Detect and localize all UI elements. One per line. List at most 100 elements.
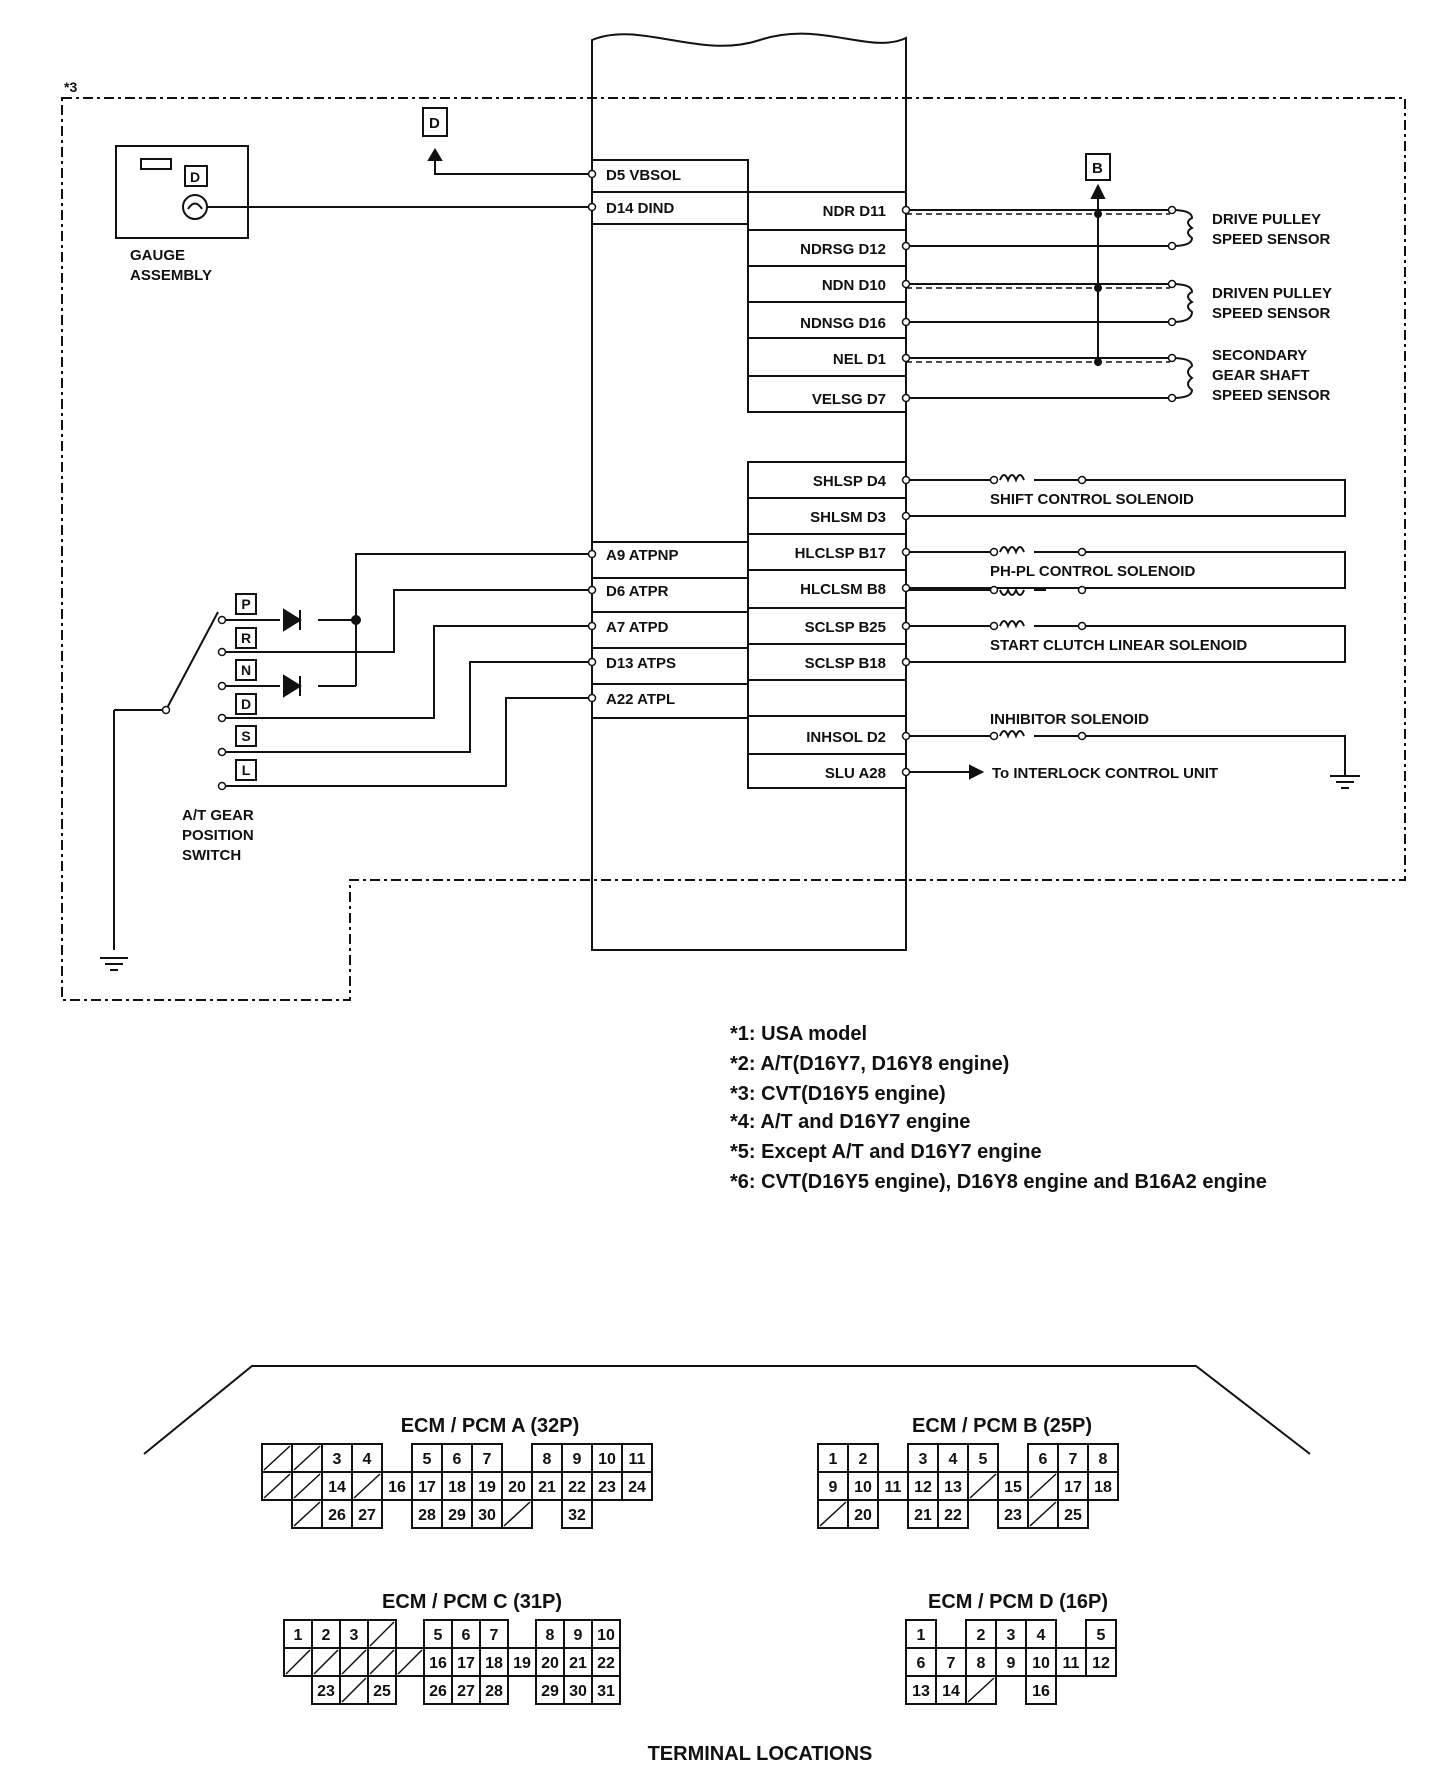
- solenoid-labels: SHIFT CONTROL SOLENOID PH-PL CONTROL SOL…: [990, 491, 1247, 782]
- gear-letters: P R N D S L: [241, 596, 251, 778]
- connector-cell: [997, 1499, 1029, 1529]
- connector-cell-label: 11: [629, 1451, 646, 1468]
- pin-label: SLU A28: [825, 765, 886, 782]
- connector-cell: [411, 1499, 443, 1529]
- left-pin-boxes: [592, 159, 749, 719]
- connector-cell-label: 25: [1064, 1507, 1082, 1524]
- sensor-label: SPEED SENSOR: [1212, 387, 1331, 404]
- right-pin-labels: NDR D11 NDRSG D12 NDN D10 NDNSG D16 NEL …: [795, 203, 887, 782]
- connector-cell-label: 12: [1092, 1655, 1110, 1672]
- connector-cell-label: 29: [541, 1683, 559, 1700]
- gear-letter: D: [241, 696, 251, 712]
- connector-cell: [367, 1675, 397, 1705]
- connector-cell-label: 12: [914, 1479, 932, 1496]
- connector-cell-label: 19: [478, 1479, 496, 1496]
- connector-cell: [479, 1675, 509, 1705]
- connector-cell-label: 31: [597, 1683, 615, 1700]
- gauge-meter-icon: [182, 194, 208, 220]
- connector-cell-slash: [263, 1473, 291, 1499]
- connector-cell: [905, 1675, 937, 1705]
- gauge-label-1: GAUGE: [130, 247, 185, 264]
- gear-letter: L: [242, 762, 251, 778]
- footnote: *1: USA model: [730, 1023, 867, 1045]
- connector-cell-slash: [285, 1649, 311, 1675]
- pin-label: A22 ATPL: [606, 691, 675, 708]
- solenoid-label: PH-PL CONTROL SOLENOID: [990, 563, 1195, 580]
- connector-cell-label: 20: [854, 1507, 872, 1524]
- pin-label: A7 ATPD: [606, 619, 669, 636]
- footnote: *5: Except A/T and D16Y7 engine: [730, 1141, 1042, 1163]
- connector-cell-label: 7: [483, 1451, 492, 1468]
- pin-label: SCLSP B25: [805, 619, 886, 636]
- connector-cell-label: 11: [885, 1479, 902, 1496]
- connector-cell: [935, 1647, 967, 1677]
- connector-cell: [1057, 1499, 1089, 1529]
- pin-label: A9 ATPNP: [606, 547, 679, 564]
- connector-cell-label: 32: [568, 1507, 586, 1524]
- connector-cell: [935, 1675, 967, 1705]
- connector-cell-label: 17: [457, 1655, 475, 1672]
- pin-label: NDN D10: [822, 277, 886, 294]
- pin-label: HLCLSM B8: [800, 581, 886, 598]
- sensor-label: GEAR SHAFT: [1212, 367, 1310, 384]
- connector-cell: [995, 1647, 1027, 1677]
- gear-letter: P: [241, 596, 250, 612]
- connector-cell-slash: [353, 1473, 381, 1499]
- connector-cell-label: 16: [388, 1479, 406, 1496]
- connector-cell-label: 28: [485, 1683, 503, 1700]
- solenoid-label: START CLUTCH LINEAR SOLENOID: [990, 637, 1247, 654]
- connector-cell-label: 6: [1039, 1451, 1048, 1468]
- connector-cell: [847, 1443, 879, 1473]
- connector-cell-label: 6: [462, 1627, 471, 1644]
- pin-label: VELSG D7: [812, 391, 886, 408]
- ref-box-b: [1085, 153, 1111, 181]
- connector-cell: [563, 1675, 593, 1705]
- connector-cell-label: 7: [1069, 1451, 1078, 1468]
- sensor-label: DRIVE PULLEY: [1212, 211, 1321, 228]
- connector-cell-label: 10: [1032, 1655, 1050, 1672]
- connector-cell-label: 1: [917, 1627, 926, 1644]
- connector-cell-label: 5: [979, 1451, 988, 1468]
- connector-cell: [937, 1499, 969, 1529]
- connector-cell-label: 17: [1064, 1479, 1082, 1496]
- connector-cell-label: 11: [1063, 1655, 1080, 1672]
- connector-cell-label: 21: [914, 1507, 932, 1524]
- diode-icon: [283, 674, 302, 698]
- connector-cell-label: 13: [944, 1479, 962, 1496]
- connector-cell-label: 4: [363, 1451, 372, 1468]
- connector-cell: [1027, 1443, 1059, 1473]
- connector-cell-label: 16: [429, 1655, 447, 1672]
- connector-cell: [451, 1675, 481, 1705]
- connector-cell-label: 10: [597, 1627, 615, 1644]
- connector-cell-slash: [293, 1445, 321, 1471]
- connector-cell-label: 23: [317, 1683, 335, 1700]
- switch-label-line: SWITCH: [182, 847, 241, 864]
- connector-cell: [561, 1499, 593, 1529]
- sensor-coils: [1171, 209, 1194, 399]
- connector-cell-label: 28: [418, 1507, 436, 1524]
- connector-cell-label: 18: [448, 1479, 466, 1496]
- connector-outline: [143, 1365, 1311, 1455]
- connector-cell-slash: [1029, 1501, 1057, 1527]
- footnote: *3: CVT(D16Y5 engine): [730, 1083, 946, 1105]
- connector-cell-label: 1: [294, 1627, 303, 1644]
- connector-cell-label: 6: [917, 1655, 926, 1672]
- connector-cell: [531, 1471, 563, 1501]
- connector-cell-label: 18: [1094, 1479, 1112, 1496]
- sensor-label: SECONDARY: [1212, 347, 1307, 364]
- switch-label-line: POSITION: [182, 827, 254, 844]
- connector-cell: [471, 1443, 503, 1473]
- connector-cell-slash: [263, 1445, 291, 1471]
- connector-cell-label: 14: [942, 1683, 960, 1700]
- right-pin-boxes: [747, 191, 906, 789]
- connector-cell-label: 9: [829, 1479, 838, 1496]
- connector-cell-label: 9: [574, 1627, 583, 1644]
- connector-cell: [1087, 1471, 1119, 1501]
- pin-label: D13 ATPS: [606, 655, 676, 672]
- solenoid-label: INHIBITOR SOLENOID: [990, 711, 1149, 728]
- gauge-label-2: ASSEMBLY: [130, 267, 212, 284]
- pin-label: D5 VBSOL: [606, 167, 681, 184]
- connector-cell-label: 18: [485, 1655, 503, 1672]
